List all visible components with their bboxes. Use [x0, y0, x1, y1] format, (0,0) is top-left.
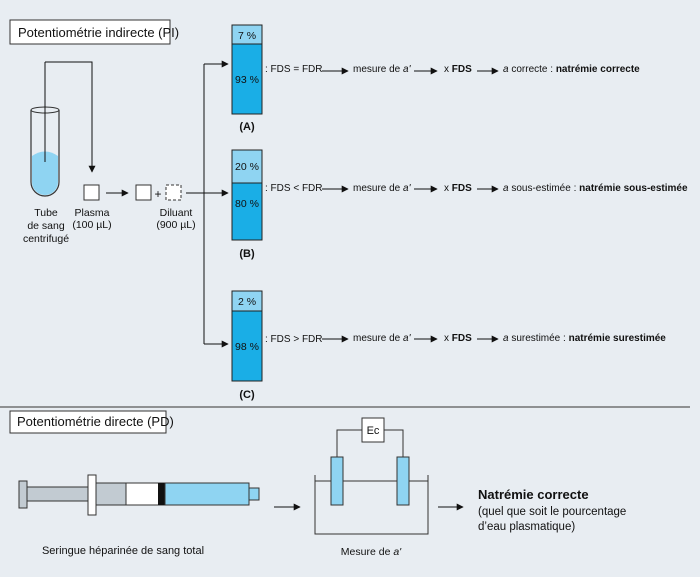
row-b-top-block — [231, 149, 263, 184]
row-b: 20 % 80 % (B) : FDS < FDR mesure de a' x… — [231, 149, 688, 260]
row-c-bottom-block — [231, 310, 263, 382]
row-c-condition: : FDS > FDR — [265, 334, 323, 345]
pd-title-box — [9, 410, 167, 434]
row-b-condition: : FDS < FDR — [265, 183, 323, 194]
row-c-letter: (C) — [239, 389, 255, 401]
syringe-tip — [248, 487, 260, 501]
plus-sign: + — [154, 187, 161, 201]
pd-result-line-1: (quel que soit le pourcentage — [478, 506, 626, 518]
pi-section-title: Potentiométrie indirecte (PI) — [18, 25, 179, 40]
electrode-right — [396, 456, 410, 506]
row-b-bottom-pct: 80 % — [235, 198, 259, 210]
pd-result-title: Natrémie correcte — [478, 487, 589, 502]
row-a-top-pct: 7 % — [238, 30, 256, 42]
test-tube — [30, 61, 96, 197]
plasma-volume: (100 µL) — [72, 219, 111, 231]
tube-label-3: centrifugé — [23, 233, 69, 245]
pd-measure-label: Mesure de a' — [341, 546, 402, 558]
row-a-measure: mesure de a' — [353, 64, 412, 75]
tube-plasma — [32, 151, 58, 195]
plasma-square-2 — [135, 184, 152, 201]
pd-result-line-2: d’eau plasmatique) — [478, 521, 575, 533]
wire-left — [336, 429, 362, 457]
row-a-times-fds: x FDS — [444, 64, 472, 75]
syringe-blood — [164, 482, 250, 506]
row-a-condition: : FDS = FDR — [265, 64, 323, 75]
ec-label: Ec — [367, 425, 380, 437]
syringe-plunger-rod — [26, 486, 94, 502]
row-a-bottom-pct: 93 % — [235, 74, 259, 86]
diluant-square — [165, 184, 182, 201]
row-c-top-pct: 2 % — [238, 296, 256, 308]
row-b-times-fds: x FDS — [444, 183, 472, 194]
row-a: 7 % 93 % (A) : FDS = FDR mesure de a' x … — [231, 24, 640, 133]
row-c-result: a surestimée : natrémie surestimée — [503, 333, 666, 344]
row-b-measure: mesure de a' — [353, 183, 412, 194]
row-c-measure: mesure de a' — [353, 333, 412, 344]
plasma-square — [83, 184, 100, 201]
syringe-plunger-seal — [158, 483, 165, 505]
syringe-label: Seringue héparinée de sang total — [42, 545, 204, 557]
diluant-volume: (900 µL) — [156, 219, 195, 231]
row-a-letter: (A) — [239, 121, 255, 133]
row-c-times-fds: x FDS — [444, 333, 472, 344]
pipette-arrow — [45, 61, 96, 173]
row-b-bottom-block — [231, 182, 263, 241]
syringe — [18, 474, 260, 516]
row-a-bottom-block — [231, 43, 263, 115]
row-c: 2 % 98 % (C) : FDS > FDR mesure de a' x … — [231, 290, 666, 401]
row-c-bottom-pct: 98 % — [235, 341, 259, 353]
ec-box — [361, 417, 385, 443]
plasma-label: Plasma — [74, 207, 109, 219]
row-b-letter: (B) — [239, 248, 255, 260]
tube-label-1: Tube — [34, 207, 58, 219]
row-b-top-pct: 20 % — [235, 161, 259, 173]
electrode-left — [330, 456, 344, 506]
syringe-barrel-grey — [95, 482, 127, 506]
syringe-thumb-rest — [18, 480, 28, 509]
pd-section-title: Potentiométrie directe (PD) — [17, 414, 174, 429]
row-a-result: a correcte : natrémie correcte — [503, 64, 640, 75]
beaker — [314, 475, 429, 535]
tube-label-2: de sang — [27, 220, 65, 232]
tube-glass — [30, 110, 60, 197]
row-b-result: a sous-estimée : natrémie sous-estimée — [503, 183, 688, 194]
diluant-label: Diluant — [160, 207, 193, 219]
syringe-flange — [87, 474, 97, 516]
wire-right — [384, 429, 404, 457]
pi-title-box — [9, 19, 171, 45]
electrode-cell: Ec — [314, 417, 429, 535]
